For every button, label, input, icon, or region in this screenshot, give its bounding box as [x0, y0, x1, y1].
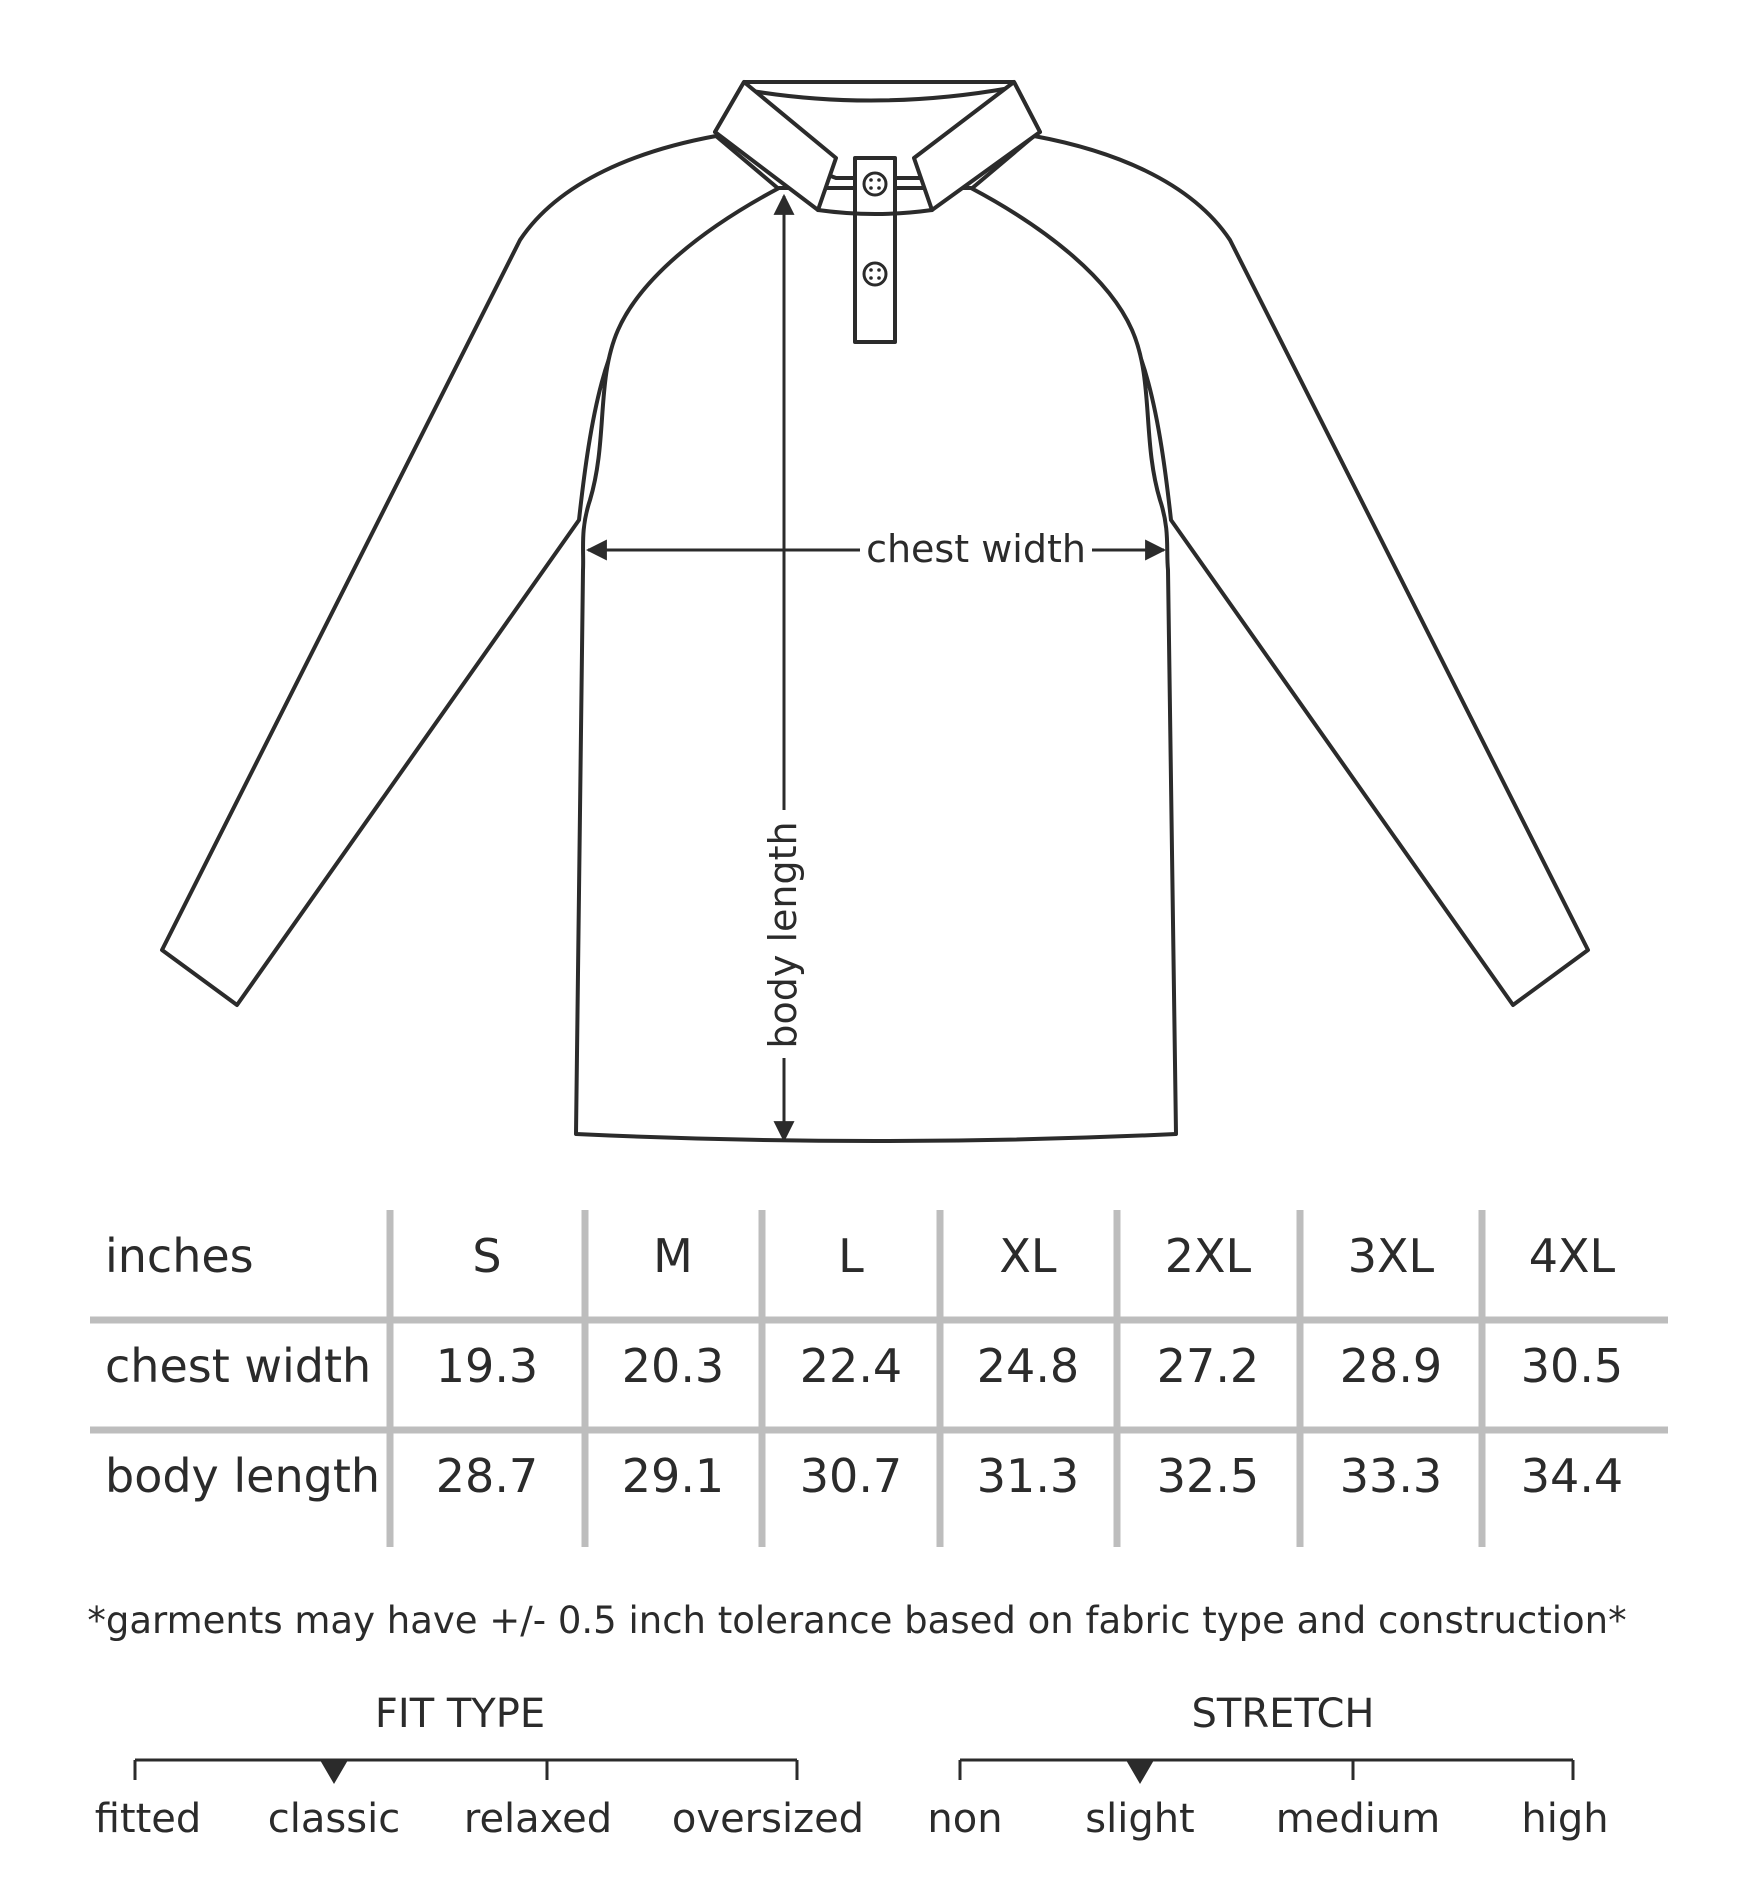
fit-type-track: fitted classic relaxed oversized — [95, 1758, 864, 1842]
fit-type-option-label: relaxed — [464, 1796, 612, 1842]
table-cell: 34.4 — [1521, 1449, 1623, 1503]
fit-type-option-label: classic — [268, 1796, 400, 1842]
shirt-body — [574, 186, 1178, 1143]
button-icon — [862, 171, 888, 197]
fit-type-title: FIT TYPE — [375, 1691, 545, 1737]
shirt-illustration — [160, 80, 1590, 1143]
size-header: L — [838, 1229, 864, 1283]
table-cell: 33.3 — [1340, 1449, 1442, 1503]
table-cell: 22.4 — [800, 1339, 902, 1393]
stretch-title: STRETCH — [1192, 1691, 1375, 1737]
fit-type-option-label: fitted — [95, 1796, 202, 1842]
size-header: 4XL — [1529, 1229, 1616, 1283]
stretch-option-label: high — [1521, 1796, 1608, 1842]
fit-type-scale: FIT TYPE fitted classic relaxed oversized — [95, 1691, 864, 1842]
table-cell: 30.7 — [800, 1449, 902, 1503]
stretch-track: non slight medium high — [927, 1758, 1609, 1842]
stretch-scale: STRETCH non slight medium high — [927, 1691, 1608, 1842]
table-cell: 20.3 — [622, 1339, 724, 1393]
size-header: XL — [999, 1229, 1057, 1283]
table-cell: 30.5 — [1521, 1339, 1623, 1393]
fit-type-selected-marker-icon — [320, 1760, 348, 1784]
placket — [853, 156, 897, 344]
table-cell: 27.2 — [1157, 1339, 1259, 1393]
size-table: inches S M L XL 2XL 3XL 4XL chest width 19.3 20.3 2… — [90, 1210, 1668, 1547]
table-cell: 28.9 — [1340, 1339, 1442, 1393]
table-row-label: body length — [105, 1449, 380, 1503]
table-unit-header: inches — [105, 1229, 254, 1283]
size-header: M — [653, 1229, 693, 1283]
fit-type-option-label: oversized — [672, 1796, 864, 1842]
table-grid — [90, 1210, 1668, 1547]
table-cell: 32.5 — [1157, 1449, 1259, 1503]
table-cells: inches S M L XL 2XL 3XL 4XL chest width 19.3 20.3 2… — [105, 1229, 1623, 1503]
size-header: 2XL — [1165, 1229, 1252, 1283]
stretch-option-label: slight — [1085, 1796, 1195, 1842]
table-cell: 28.7 — [436, 1449, 538, 1503]
chest-width-label: chest width — [866, 527, 1086, 571]
stretch-option-label: non — [927, 1796, 1002, 1842]
stretch-selected-marker-icon — [1126, 1760, 1154, 1784]
buttons — [862, 171, 888, 287]
table-cell: 24.8 — [977, 1339, 1079, 1393]
stretch-option-label: medium — [1276, 1796, 1440, 1842]
body-length-label: body length — [761, 821, 805, 1048]
neckline — [744, 86, 1012, 103]
neck-base — [816, 208, 934, 216]
size-header: 3XL — [1348, 1229, 1435, 1283]
button-icon — [862, 261, 888, 287]
tolerance-note: *garments may have +/- 0.5 inch toleranc… — [87, 1599, 1626, 1642]
table-cell: 29.1 — [622, 1449, 724, 1503]
size-header: S — [472, 1229, 501, 1283]
table-cell: 31.3 — [977, 1449, 1079, 1503]
table-cell: 19.3 — [436, 1339, 538, 1393]
table-row-label: chest width — [105, 1339, 371, 1393]
